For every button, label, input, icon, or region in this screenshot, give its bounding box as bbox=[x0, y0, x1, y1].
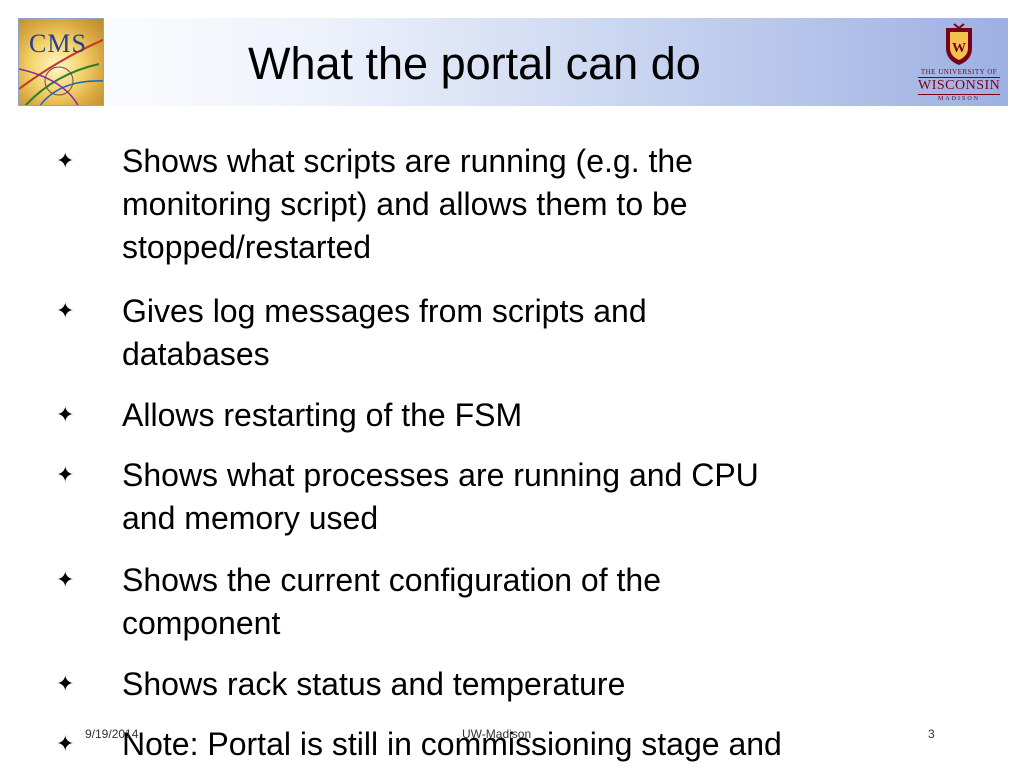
uw-crest-icon: W bbox=[946, 23, 972, 65]
bullet-star-icon: ✦ bbox=[56, 671, 75, 696]
svg-text:W: W bbox=[952, 41, 966, 56]
cms-event-graphic bbox=[19, 38, 103, 105]
slide-number: 3 bbox=[928, 727, 935, 741]
uw-logo-line1: THE UNIVERSITY OF bbox=[920, 68, 998, 76]
bullet-star-icon: ✦ bbox=[56, 567, 75, 592]
bullet-text: Shows what scripts are running (e.g. the… bbox=[122, 143, 693, 265]
bullet-text: Shows rack status and temperature bbox=[122, 666, 626, 702]
cms-logo: CMS bbox=[18, 18, 104, 106]
bullet-text: Shows the current configuration of the c… bbox=[122, 562, 661, 641]
uw-logo-line2: WISCONSIN bbox=[918, 77, 1001, 95]
slide-header: CMS What the portal can do W THE UNIVERS… bbox=[18, 18, 1008, 106]
bullet-text: Gives log messages from scripts and data… bbox=[122, 293, 647, 372]
bullet-star-icon: ✦ bbox=[56, 148, 75, 173]
bullet-text: Note: Portal is still in commissioning s… bbox=[122, 726, 782, 762]
cms-logo-text: CMS bbox=[29, 29, 87, 58]
bullet-text: Allows restarting of the FSM bbox=[122, 397, 523, 433]
bullet-star-icon: ✦ bbox=[56, 462, 75, 487]
bullet-text: Shows what processes are running and CPU… bbox=[122, 457, 759, 536]
bullet-star-icon: ✦ bbox=[56, 731, 75, 756]
slide-title: What the portal can do bbox=[248, 38, 701, 89]
footer-institution: UW-Madison bbox=[462, 727, 532, 741]
uw-madison-logo: W THE UNIVERSITY OF WISCONSIN MADISON bbox=[918, 22, 1000, 102]
footer-date: 9/19/2014 bbox=[85, 727, 139, 741]
bullet-star-icon: ✦ bbox=[56, 402, 75, 427]
uw-logo-line3: MADISON bbox=[937, 96, 980, 102]
bullet-star-icon: ✦ bbox=[56, 298, 75, 323]
